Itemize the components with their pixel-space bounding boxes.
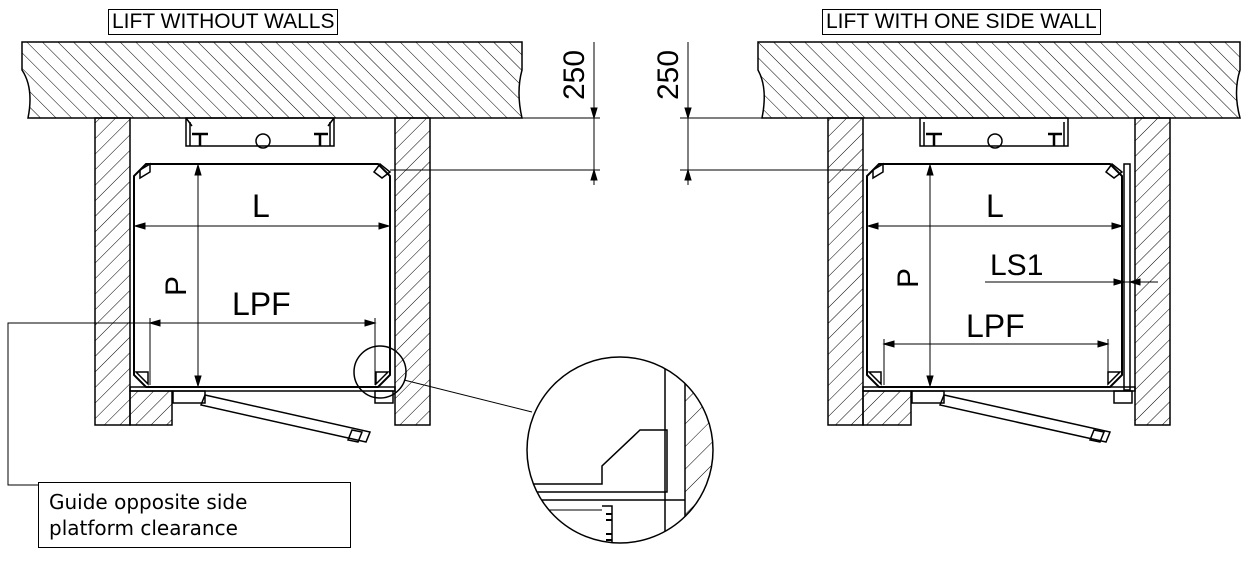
dim-overhead-right: 250 [652,49,685,100]
left-drawing [7,41,523,486]
platform-left [129,162,396,392]
dim-L-left: L [252,188,270,224]
dim-P-right: P [892,267,925,288]
dim-overhead-left: 250 [558,49,591,100]
side-wall-panel [1123,163,1131,391]
right-drawing [757,41,1241,443]
dim-LPF-right: LPF [966,308,1025,344]
platform-right [862,162,1136,392]
title-lift-without-walls: LIFT WITHOUT WALLS [108,9,339,35]
dim-lines-left [7,163,391,486]
ceiling-slab-right [757,41,1241,119]
note-guide-clearance: Guide opposite side platform clearance [38,482,351,548]
ramp-left [172,390,394,443]
dim-LS1-right: LS1 [990,249,1044,282]
wall-left-inner [394,117,431,426]
title-lift-with-one-side-wall: LIFT WITH ONE SIDE WALL [822,9,1101,35]
drive-unit-left [185,117,335,149]
base-block-right [862,390,912,426]
ceiling-slab-left [21,41,523,119]
note-line-1: Guide opposite side [49,490,248,514]
drive-unit-right [919,117,1069,149]
wall-right-outer [827,117,864,426]
dim-LPF-left: LPF [232,286,291,322]
dim-lines-right [866,163,1158,388]
note-line-2: platform clearance [49,516,238,540]
wall-right-inner [1134,117,1171,426]
dim-L-right: L [986,188,1004,224]
base-block-left [129,390,173,426]
wall-left-outer [94,117,131,426]
dim-P-left: P [160,275,193,296]
ramp-right [911,390,1133,443]
